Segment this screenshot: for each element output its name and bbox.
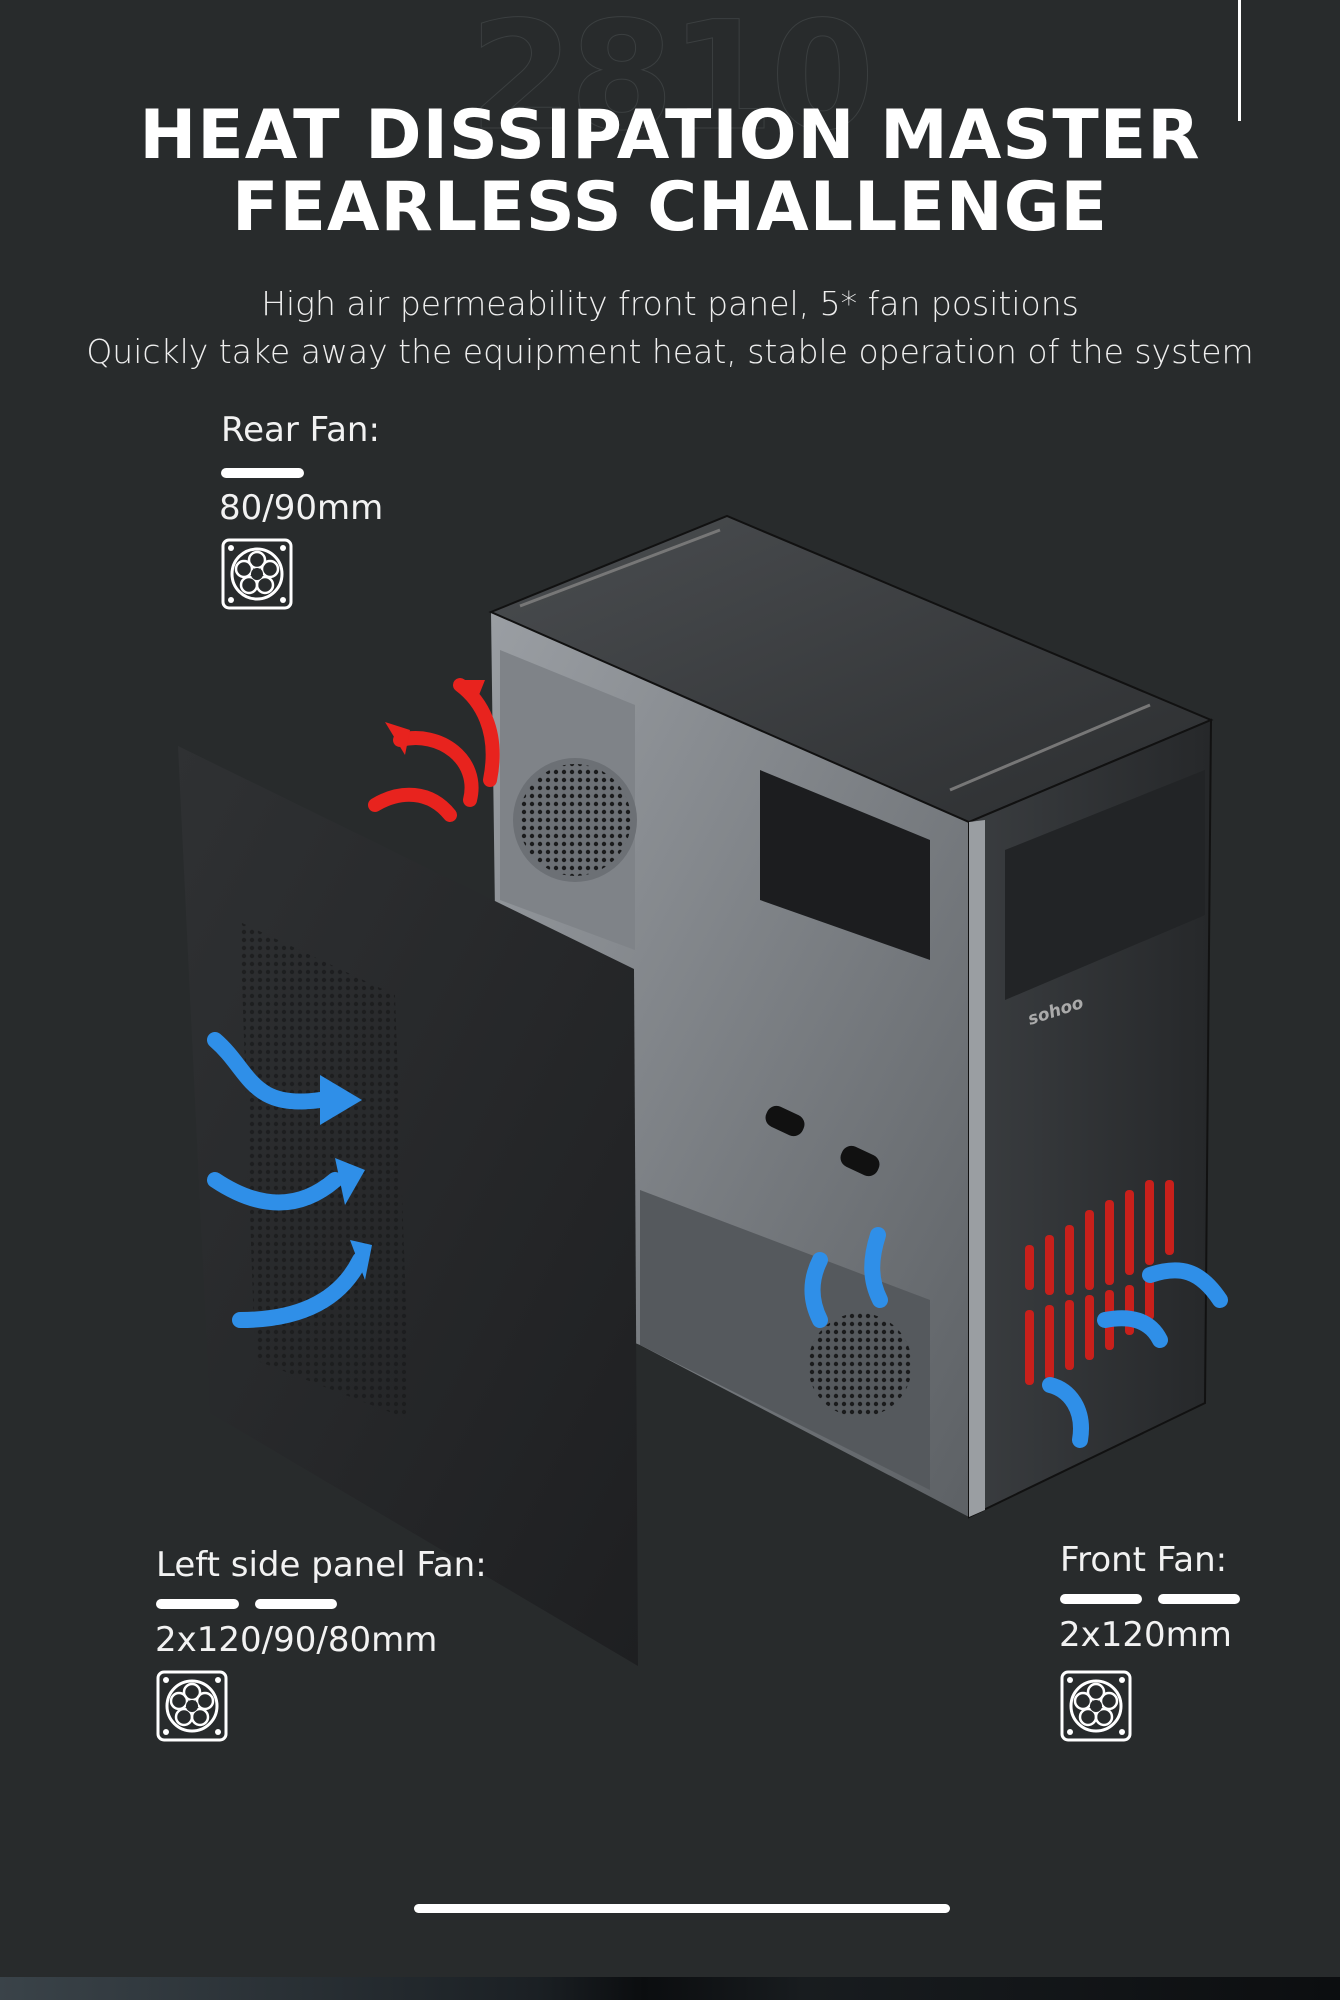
side-fan-icon — [156, 1670, 228, 1742]
side-fan-size: 2x120/90/80mm — [155, 1620, 438, 1660]
subtitle-line-1: High air permeability front panel, 5* fa… — [261, 284, 1079, 323]
front-fan-size: 2x120mm — [1059, 1615, 1232, 1655]
title-line-1: HEAT DISSIPATION MASTER — [139, 96, 1201, 175]
divider-line — [1238, 0, 1241, 121]
hot-air-arrows — [368, 678, 500, 822]
subtitle-line-2: Quickly take away the equipment heat, st… — [86, 332, 1254, 371]
rear-fan-icon — [221, 538, 293, 610]
cool-air-arrows — [207, 1032, 1228, 1448]
front-fan-bar-1 — [1060, 1594, 1142, 1604]
title-line-2: FEARLESS CHALLENGE — [232, 168, 1108, 247]
model-watermark: 2810 — [469, 0, 875, 165]
rear-fan-bar — [221, 468, 304, 478]
side-fan-bar-1 — [156, 1599, 239, 1609]
side-fan-bar-2 — [255, 1599, 337, 1609]
home-indicator[interactable] — [414, 1904, 950, 1913]
front-red-grille — [1025, 1180, 1174, 1385]
subtitle: High air permeability front panel, 5* fa… — [0, 280, 1340, 376]
front-fan-label: Front Fan: — [1060, 1540, 1228, 1580]
rear-fan-size: 80/90mm — [219, 488, 384, 528]
side-fan-label: Left side panel Fan: — [156, 1545, 487, 1585]
side-panel — [178, 746, 638, 1666]
page-title: HEAT DISSIPATION MASTER FEARLESS CHALLEN… — [0, 100, 1340, 244]
rear-fan-label: Rear Fan: — [221, 410, 380, 450]
front-fan-bar-2 — [1158, 1594, 1240, 1604]
next-image-strip — [0, 1977, 1340, 2000]
front-fan-icon — [1060, 1670, 1132, 1742]
